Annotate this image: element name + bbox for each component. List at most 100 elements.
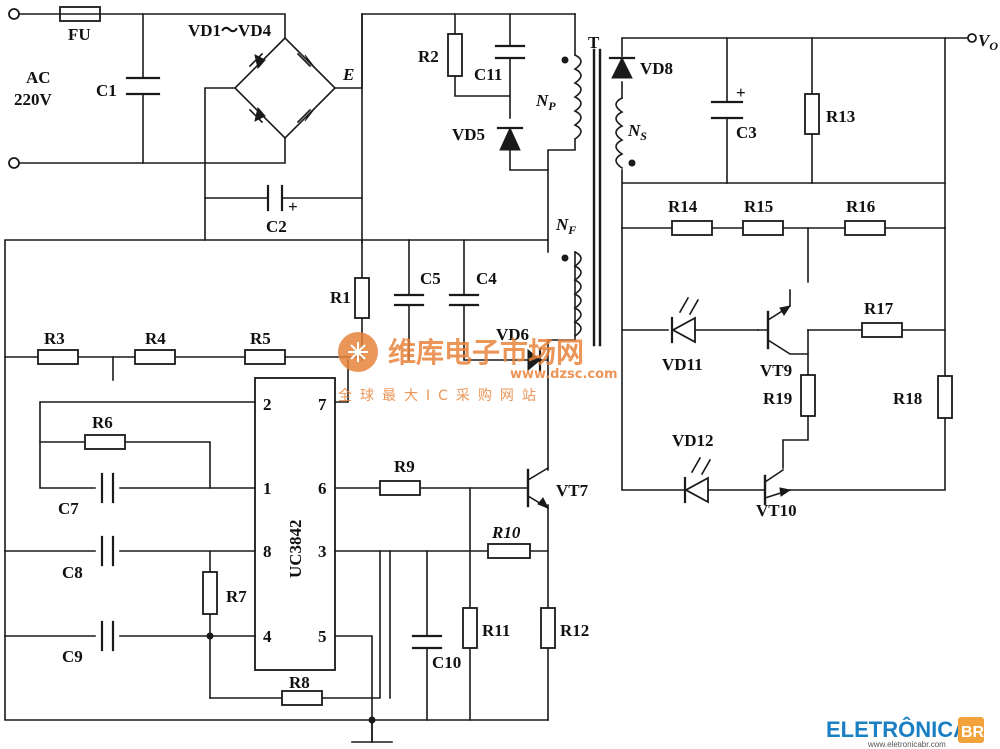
label-r19: R19: [763, 389, 792, 408]
label-np: NP: [535, 91, 556, 113]
resistor-r15-symbol: [742, 220, 784, 236]
label-r10: R10: [491, 523, 521, 542]
label-output: VO: [978, 31, 998, 53]
diode-vd8-symbol: [608, 56, 636, 79]
label-c9: C9: [62, 647, 83, 666]
label-nf: NF: [555, 215, 576, 237]
label-c3-polarity: +: [736, 83, 746, 102]
resistor-r19-symbol: [800, 374, 816, 417]
resistor-r1-symbol: [354, 277, 370, 319]
capacitor-c11-symbol: [494, 44, 526, 60]
resistor-r4-symbol: [134, 349, 176, 365]
label-r14: R14: [668, 197, 698, 216]
label-r3: R3: [44, 329, 65, 348]
label-vt7: VT7: [556, 481, 589, 500]
ic-pin-3: 3: [318, 542, 327, 561]
watermark-subtitle: 全球最大IC采购网站: [338, 387, 544, 404]
input-terminal-bottom: [8, 157, 20, 169]
label-node-e: E: [342, 65, 354, 84]
transistor-vt7-symbol: [526, 466, 550, 510]
capacitor-c10-symbol: [411, 634, 443, 650]
label-vd8: VD8: [640, 59, 673, 78]
brand-name: ELETRÔNICA: [826, 717, 969, 742]
diode-vd5-symbol: [496, 126, 524, 151]
label-r2: R2: [418, 47, 439, 66]
label-c10: C10: [432, 653, 461, 672]
diode-vd6-symbol: [527, 347, 542, 373]
bridge-rectifier-symbol: [233, 36, 337, 140]
resistor-r2-symbol: [447, 33, 463, 77]
label-r6: R6: [92, 413, 113, 432]
label-vt9: VT9: [760, 361, 792, 380]
label-c7: C7: [58, 499, 79, 518]
resistor-r14-symbol: [671, 220, 713, 236]
capacitor-c4-symbol: [448, 293, 480, 307]
brand-site: www.eletronicabr.com: [867, 740, 946, 749]
brand-badge-icon: [958, 717, 984, 743]
label-c8: C8: [62, 563, 83, 582]
resistor-r16-symbol: [844, 220, 886, 236]
label-ns: NS: [627, 121, 647, 143]
label-fuse: FU: [68, 25, 91, 44]
label-transformer: T: [588, 33, 600, 52]
capacitor-c5-symbol: [393, 293, 425, 307]
label-vt10: VT10: [756, 501, 797, 520]
label-r13: R13: [826, 107, 855, 126]
label-r7: R7: [226, 587, 247, 606]
resistor-r7-symbol: [202, 571, 218, 615]
label-c3: C3: [736, 123, 757, 142]
label-c2-polarity: +: [288, 197, 298, 216]
label-r18: R18: [893, 389, 922, 408]
ic-pin-2: 2: [263, 395, 272, 414]
resistor-r9-symbol: [379, 480, 421, 496]
resistor-r10-symbol: [487, 543, 531, 559]
brand-badge: BR: [961, 724, 985, 741]
capacitor-c1-symbol: [125, 76, 161, 96]
ic-pin-5: 5: [318, 627, 327, 646]
capacitor-c8-symbol: [100, 535, 115, 567]
label-c11: C11: [474, 65, 502, 84]
resistor-r6-symbol: [84, 434, 126, 450]
label-vd11: VD11: [662, 355, 703, 374]
label-ic-name: UC3842: [286, 519, 305, 578]
label-r12: R12: [560, 621, 589, 640]
transformer-symbol: [561, 48, 636, 347]
ic-pin-4: 4: [263, 627, 272, 646]
label-r8: R8: [289, 673, 310, 692]
watermark: 维库电子市场网 www.dzsc.com 全球最大IC采购网站: [338, 332, 618, 404]
ic-pin-8: 8: [263, 542, 272, 561]
label-r4: R4: [145, 329, 166, 348]
brand-logo: ELETRÔNICA BR www.eletronicabr.com: [826, 717, 985, 749]
capacitor-c3-symbol: [710, 100, 744, 120]
label-voltage: 220V: [14, 90, 53, 109]
resistor-r17-symbol: [861, 322, 903, 338]
junction-dot: [206, 632, 214, 640]
label-vd5: VD5: [452, 125, 485, 144]
transistor-vt9-symbol: [757, 289, 809, 355]
label-r17: R17: [864, 299, 894, 318]
ic-pin-1: 1: [263, 479, 272, 498]
label-r15: R15: [744, 197, 773, 216]
label-r11: R11: [482, 621, 510, 640]
led-vd11-symbol: [670, 296, 700, 344]
label-c2: C2: [266, 217, 287, 236]
resistor-r5-symbol: [244, 349, 286, 365]
label-c4: C4: [476, 269, 497, 288]
ac-input: [8, 6, 101, 169]
resistor-r12-symbol: [540, 607, 556, 649]
resistor-r18-symbol: [937, 375, 953, 419]
output-terminal: [967, 33, 977, 43]
input-terminal-top: [8, 8, 20, 20]
capacitor-c9-symbol: [100, 620, 115, 652]
resistor-r13-symbol: [804, 93, 820, 135]
resistor-r3-symbol: [37, 349, 79, 365]
component-labels: FU AC 220V C1 VD1～VD4 E + C2 R2 C11 VD5 …: [14, 21, 998, 692]
watermark-url: www.dzsc.com: [510, 367, 618, 382]
label-r9: R9: [394, 457, 415, 476]
label-r5: R5: [250, 329, 271, 348]
label-vd12: VD12: [672, 431, 714, 450]
label-r16: R16: [846, 197, 875, 216]
resistor-r11-symbol: [462, 607, 478, 649]
label-vd6: VD6: [496, 325, 529, 344]
